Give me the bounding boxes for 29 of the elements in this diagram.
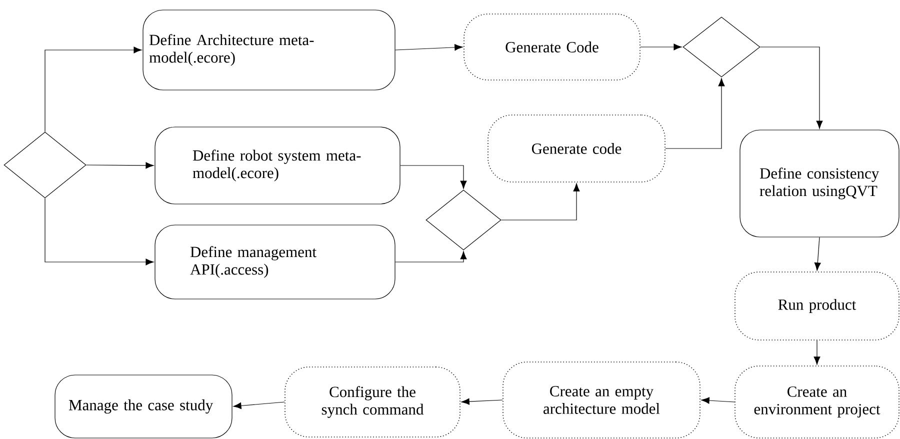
- arrow: [501, 183, 580, 220]
- process-box: Define robot system meta-model(.ecore): [154, 126, 400, 204]
- arrow: [814, 237, 821, 271]
- action-box: Create an environment project: [734, 366, 900, 438]
- decision-diamond: [4, 132, 86, 198]
- arrow: [395, 44, 463, 51]
- process-box: Define Architecture meta-model(.ecore): [142, 10, 396, 90]
- process-box: Define management API(.access): [154, 224, 396, 300]
- arrow: [395, 251, 467, 262]
- arrow: [44, 46, 142, 132]
- decision-diamond: [426, 190, 502, 250]
- arrow: [400, 165, 467, 189]
- action-box: Generate code: [488, 114, 666, 182]
- arrow: [233, 402, 285, 409]
- action-box: Generate Code: [464, 14, 640, 80]
- arrow: [461, 398, 503, 405]
- arrow: [86, 162, 154, 169]
- arrow: [44, 198, 154, 266]
- arrow: [760, 46, 823, 129]
- decision-diamond: [682, 16, 760, 78]
- action-box: Configure the synch command: [284, 366, 460, 438]
- arrow: [665, 78, 725, 149]
- action-box: Create an empty architecture model: [502, 362, 700, 438]
- action-box: Run product: [734, 272, 900, 340]
- arrow: [701, 397, 735, 404]
- process-box: Define consistency relation usingQVT: [740, 130, 900, 238]
- arrow: [814, 340, 820, 365]
- arrow: [640, 44, 682, 50]
- process-box: Manage the case study: [54, 374, 232, 438]
